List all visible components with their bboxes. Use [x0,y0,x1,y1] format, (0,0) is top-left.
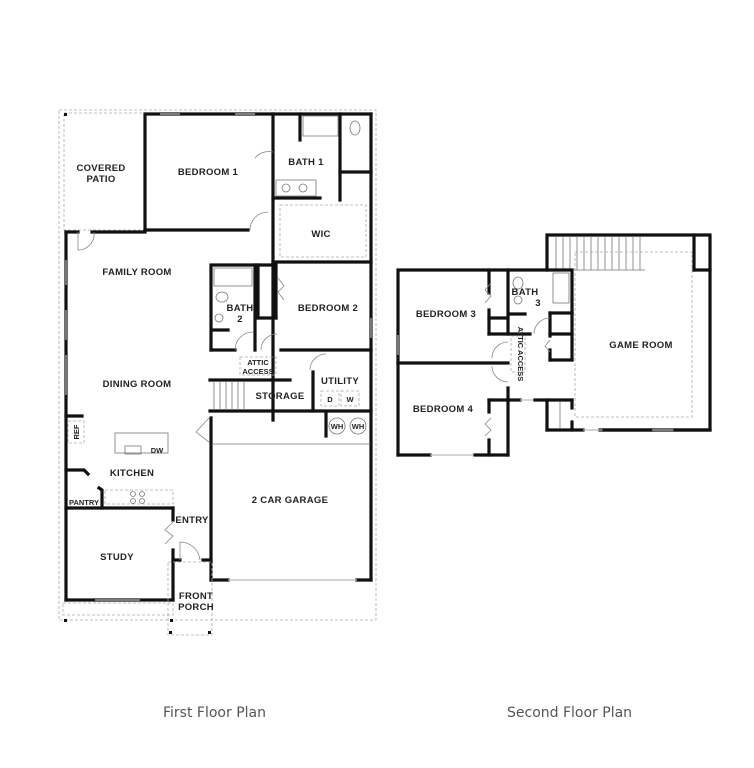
bath-3: BATH 3 [508,272,574,362]
room-label-bedroom-3: BEDROOM 3 [416,309,476,320]
front-porch: FRONT PORCH [167,561,214,636]
study: STUDY [62,506,175,622]
room-label-entry: ENTRY [175,515,209,526]
water-heaters: WH WH [324,411,367,438]
room-label-bedroom-1: BEDROOM 1 [178,167,239,178]
room-label-bath-3-num: 3 [535,298,541,309]
water-heater-label-2: WH [352,422,365,431]
bath-1: BATH 1 [254,112,373,422]
room-label-storage: STORAGE [256,391,305,402]
walk-in-closet: WIC [279,204,367,258]
game-room: GAME ROOM [545,251,712,432]
first-floor-caption: First Floor Plan [163,705,266,721]
kitchen: REF DW KITCHEN [64,414,174,505]
room-label-covered-patio-2: PATIO [86,174,115,185]
water-heater-label-1: WH [331,422,344,431]
attic-label-2: ACCESS [242,367,273,376]
two-car-garage: 2 CAR GARAGE [195,416,373,582]
dishwasher-label: DW [151,446,164,455]
bedroom-3: BEDROOM 3 [396,268,574,365]
second-floor-plan: GAME ROOM BEDROOM 3 [396,233,712,457]
covered-patio: COVERED PATIO [63,112,145,231]
room-label-pantry: PANTRY [69,498,99,507]
attic-label-1: ATTIC [247,358,269,367]
room-label-wic: WIC [311,229,330,240]
entry: ENTRY [171,515,213,562]
room-label-bedroom-2: BEDROOM 2 [298,303,358,314]
room-label-game-room: GAME ROOM [609,340,672,351]
room-label-bath-3: BATH [512,287,539,298]
pantry: PANTRY [64,468,104,510]
room-label-kitchen: KITCHEN [110,468,154,479]
attic-access-2: ATTIC ACCESS [491,327,526,383]
first-floor-plan: COVERED PATIO BEDROOM 1 BATH 1 [58,109,377,636]
room-label-utility: UTILITY [321,376,359,387]
room-label-bedroom-4: BEDROOM 4 [413,404,474,415]
ref-label: REF [72,424,81,439]
attic-access: ATTIC ACCESS [239,356,277,376]
room-label-covered-patio: COVERED [76,163,125,174]
room-label-bath-2: BATH [227,303,254,314]
attic-label-upstairs: ATTIC ACCESS [516,327,525,382]
bedroom-1: BEDROOM 1 [143,112,373,232]
room-label-bath-2-num: 2 [237,314,243,325]
bedroom-4: BEDROOM 4 [396,361,574,457]
room-label-bath-1: BATH 1 [288,157,324,168]
room-label-study: STUDY [100,552,134,563]
room-label-family-room: FAMILY ROOM [102,267,171,278]
washer-label: W [346,395,354,404]
utility: UTILITY D W [311,370,360,413]
room-label-dining-room: DINING ROOM [103,379,172,390]
room-label-garage: 2 CAR GARAGE [252,495,328,506]
room-label-front-porch-2: PORCH [178,602,214,613]
second-floor-caption: Second Floor Plan [507,705,633,721]
room-label-front-porch: FRONT [179,591,213,602]
storage: STORAGE [208,353,373,413]
bath-2: BATH 2 [209,263,275,352]
bedroom-2: BEDROOM 2 [256,263,373,352]
dryer-label: D [327,395,333,404]
